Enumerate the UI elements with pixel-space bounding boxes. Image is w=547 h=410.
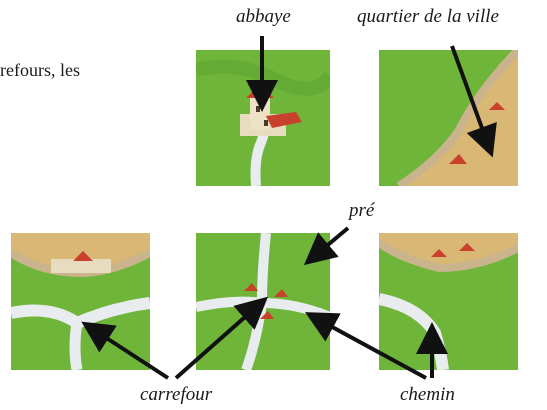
tile-city-crossroad (11, 233, 150, 370)
tile-abbey (196, 50, 330, 186)
cropped-text: refours, les (0, 60, 80, 81)
tile-road (379, 233, 518, 370)
tile-crossroads (196, 233, 330, 370)
label-meadow: pré (349, 200, 374, 222)
label-city-quarter: quartier de la ville (357, 6, 499, 28)
label-crossroads: carrefour (140, 384, 212, 406)
tile-city-quarter (379, 50, 518, 186)
label-road: chemin (400, 384, 455, 406)
label-abbey: abbaye (236, 6, 291, 28)
